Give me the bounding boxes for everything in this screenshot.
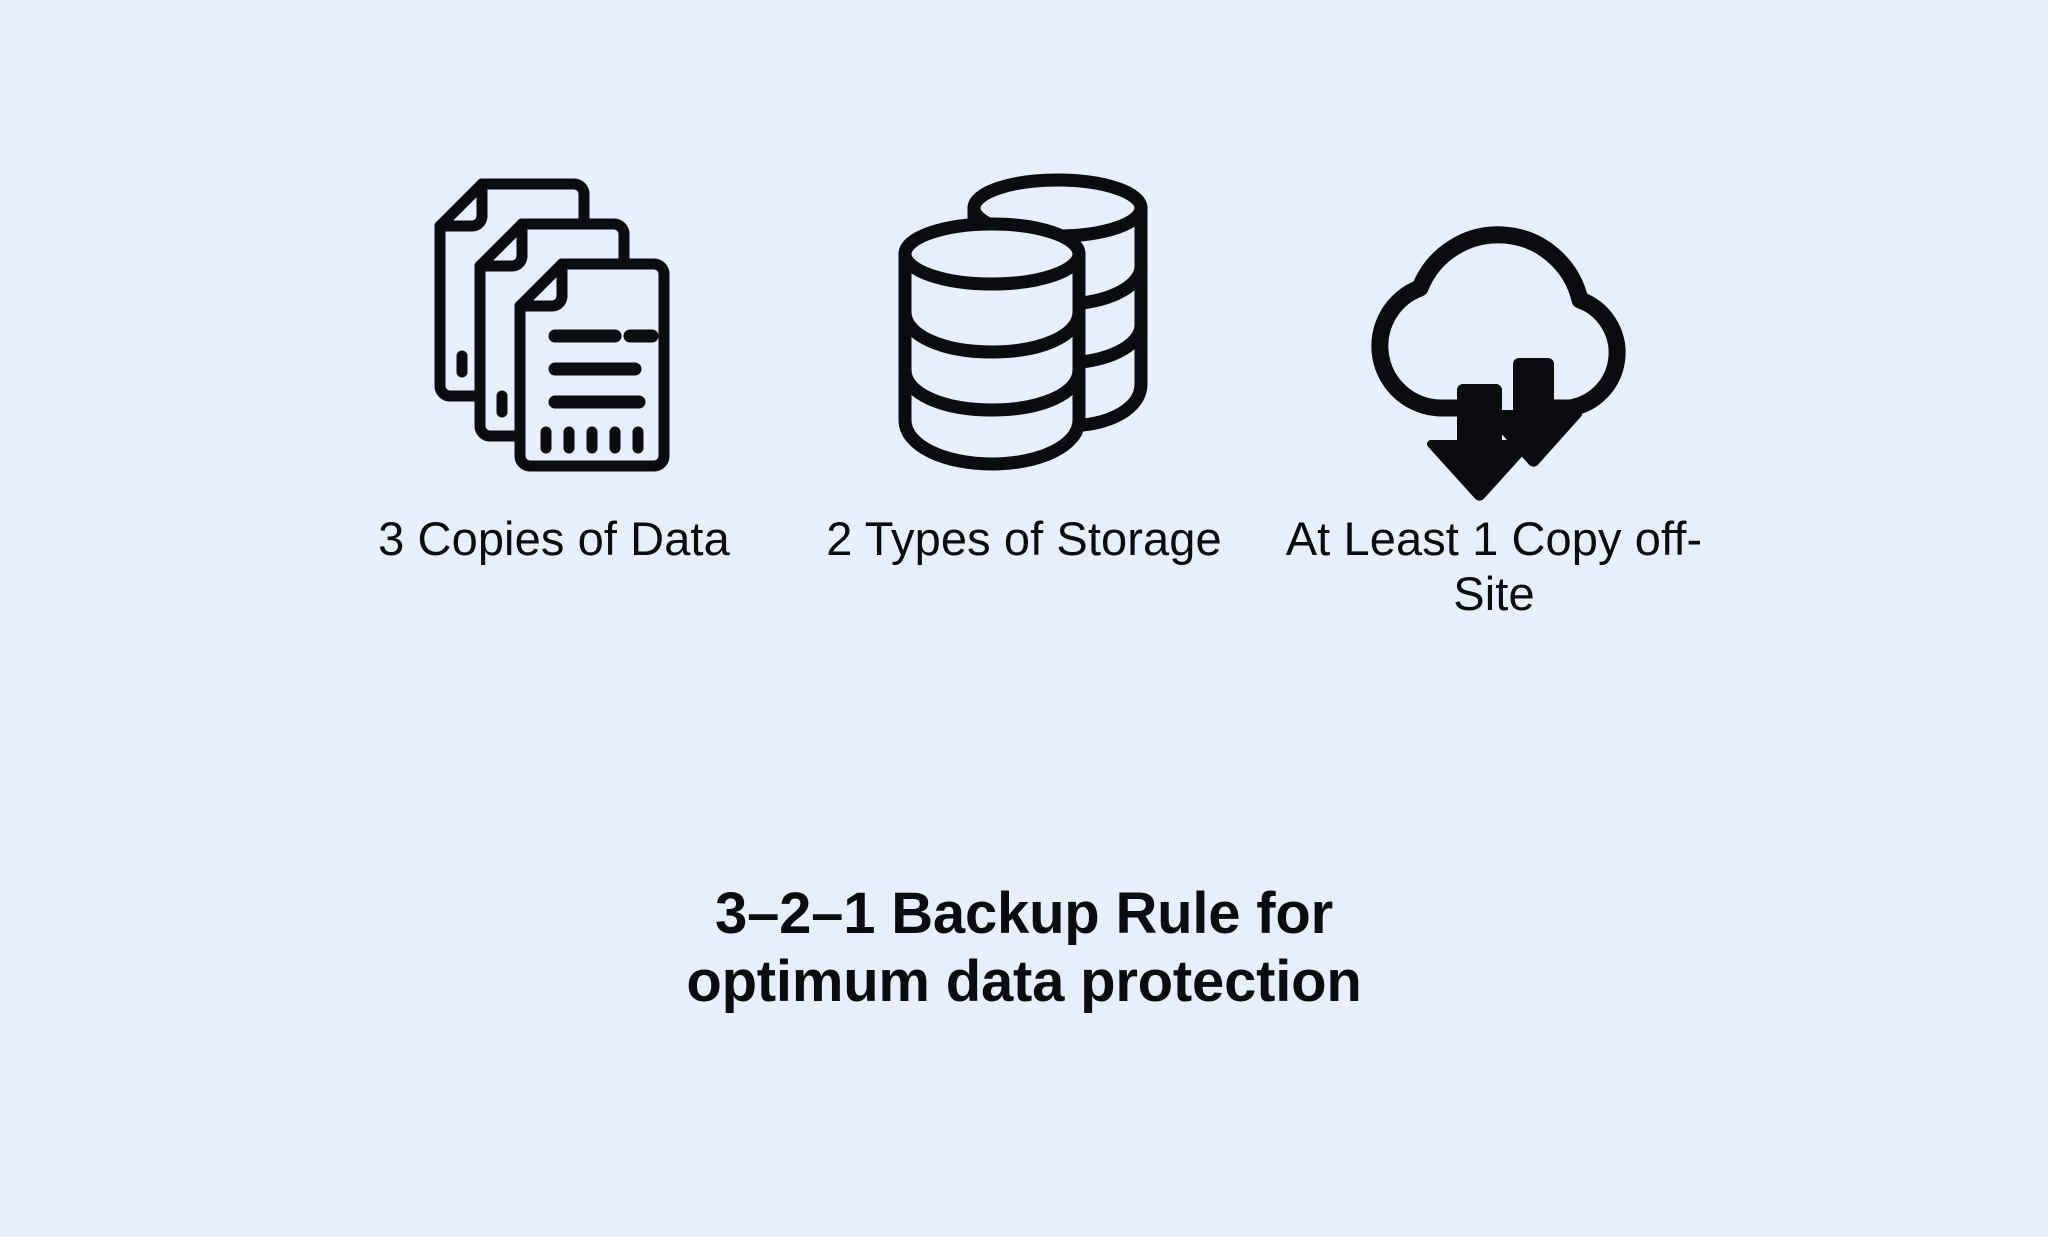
pillar-offsite-copy: At Least 1 Copy off-Site	[1259, 170, 1729, 622]
pillar-types-of-storage: 2 Types of Storage	[789, 170, 1259, 567]
pillar-copies-of-data: 3 Copies of Data	[319, 170, 789, 567]
documents-stack-icon	[424, 170, 684, 472]
headline-line-1: 3–2–1 Backup Rule for	[715, 881, 1333, 946]
pillar-label-copies-of-data: 3 Copies of Data	[378, 512, 730, 565]
database-cylinders-icon	[889, 170, 1159, 471]
cloud-download-icon	[1344, 170, 1644, 501]
pillar-label-types-of-storage: 2 Types of Storage	[826, 512, 1222, 565]
pillar-label-offsite-copy: At Least 1 Copy off-Site	[1285, 512, 1703, 620]
headline-line-2: optimum data protection	[686, 949, 1362, 1015]
headline: 3–2–1 Backup Rule for optimum data prote…	[0, 880, 2048, 1017]
pillar-row: 3 Copies of Data	[0, 170, 2048, 622]
